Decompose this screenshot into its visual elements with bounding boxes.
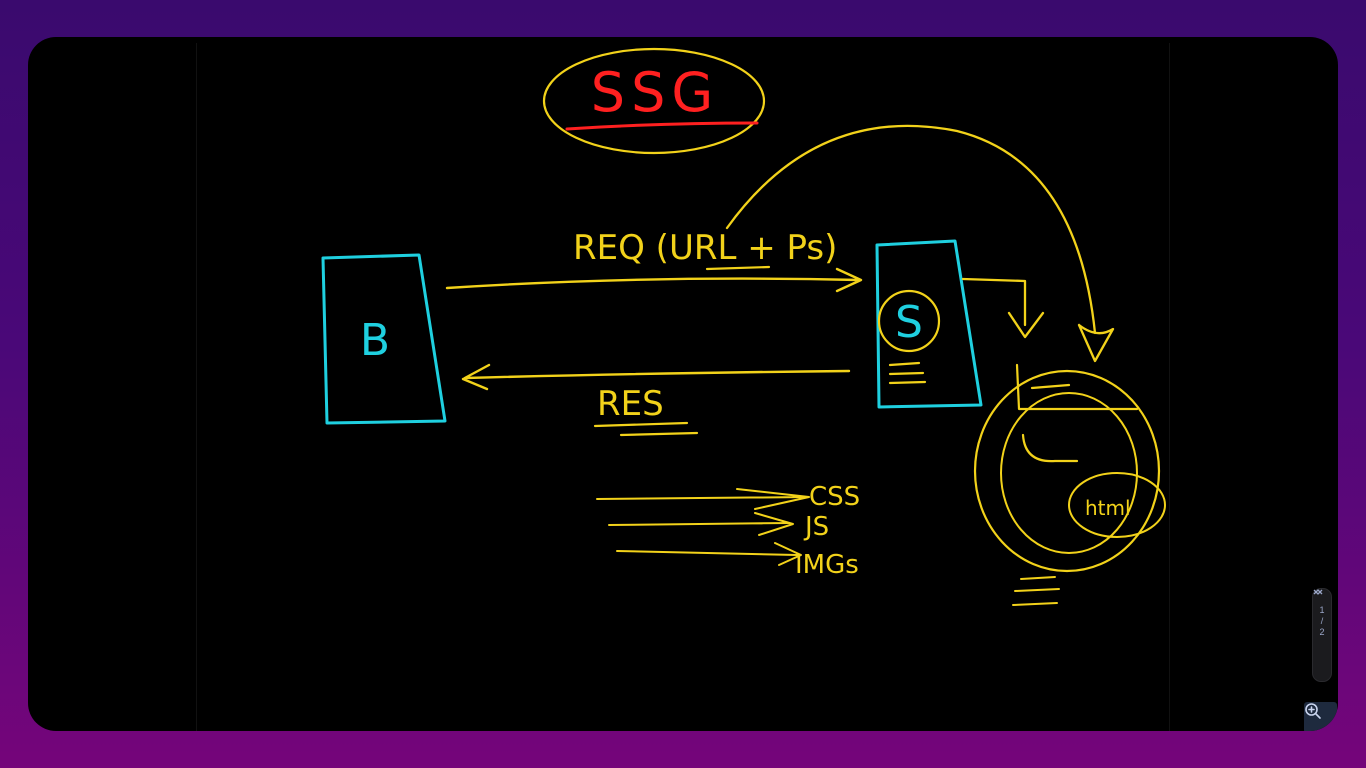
chevron-up-icon bbox=[1313, 589, 1323, 595]
asset-js: JS bbox=[803, 512, 829, 542]
server-box bbox=[875, 239, 983, 409]
response-underline bbox=[593, 421, 699, 437]
file-store-outer bbox=[973, 369, 1161, 573]
page-separator: / bbox=[1320, 616, 1324, 626]
title-underline bbox=[565, 121, 759, 131]
page-current: 1 bbox=[1319, 605, 1325, 615]
title-ellipse bbox=[542, 47, 766, 155]
title-text: SSG bbox=[591, 61, 719, 124]
html-file-label: html bbox=[1085, 496, 1131, 520]
zoom-in-icon bbox=[1305, 703, 1321, 719]
server-lines bbox=[888, 361, 927, 385]
request-label: REQ (URL + Ps) bbox=[573, 228, 837, 268]
whiteboard-canvas: SSG B S REQ (URL + Ps) RES CSS JS IMGs h… bbox=[196, 43, 1337, 731]
zoom-button[interactable] bbox=[1304, 702, 1337, 731]
file-store-lines bbox=[1012, 576, 1060, 606]
file-store-inner bbox=[1000, 392, 1138, 554]
server-label: S bbox=[895, 297, 923, 348]
file-tree bbox=[1015, 363, 1139, 463]
server-circle bbox=[877, 289, 941, 353]
asset-css: CSS bbox=[809, 482, 860, 512]
request-arrow bbox=[445, 267, 863, 293]
page-up-button[interactable] bbox=[1313, 589, 1331, 605]
page-down-button[interactable] bbox=[1313, 589, 1331, 654]
store-arrow bbox=[961, 277, 1045, 339]
asset-imgs: IMGs bbox=[795, 550, 859, 580]
request-underline bbox=[705, 265, 771, 271]
browser-box bbox=[321, 253, 447, 425]
whiteboard-drawing: SSG B S REQ (URL + Ps) RES CSS JS IMGs h… bbox=[321, 47, 1166, 606]
page-total: 2 bbox=[1319, 627, 1325, 637]
browser-label: B bbox=[360, 315, 390, 366]
presentation-frame: SSG B S REQ (URL + Ps) RES CSS JS IMGs h… bbox=[28, 37, 1338, 731]
asset-arrow-css bbox=[596, 488, 810, 510]
response-arrow bbox=[461, 363, 851, 391]
chevron-down-icon bbox=[1313, 589, 1323, 595]
asset-arrow-imgs bbox=[616, 542, 802, 566]
asset-arrow-js bbox=[608, 512, 794, 536]
response-label: RES bbox=[597, 384, 664, 424]
build-curve-arrow bbox=[725, 124, 1115, 363]
html-file-ellipse bbox=[1068, 472, 1166, 538]
page-navigator: 1 / 2 bbox=[1312, 588, 1332, 682]
